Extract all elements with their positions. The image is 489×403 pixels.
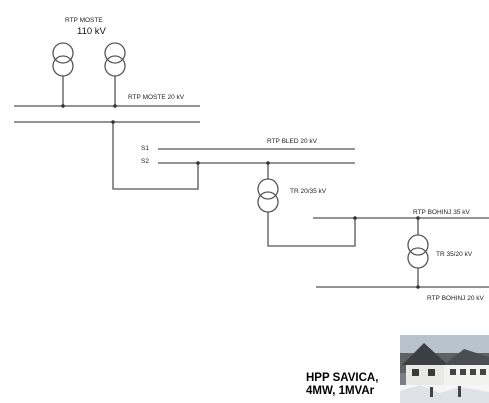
hpp-savica-photo [400, 335, 489, 403]
label-rtp-moste: RTP MOSTE [65, 17, 103, 24]
label-tr-20-35: TR 20/35 kV [290, 188, 327, 195]
junction-dot [416, 285, 420, 289]
line-tr-20-35-to-bohinj [267, 212, 356, 247]
hpp-caption-line-1: HPP SAVICA, [306, 372, 379, 384]
transformer-tr-20-35 [257, 178, 279, 213]
label-rtp-bled-20kv: RTP BLED 20 kV [267, 138, 318, 145]
label-rtp-bohinj-20kv: RTP BOHINJ 20 kV [427, 295, 484, 302]
transformer-tr-35-20 [407, 234, 429, 269]
transformer-moste-left [52, 42, 74, 77]
junction-dot [266, 161, 270, 165]
junction-dot [416, 216, 420, 220]
junction-dot [111, 120, 115, 124]
junction-dot [113, 104, 117, 108]
junction-dot [196, 161, 200, 165]
line-moste-bled [112, 122, 199, 190]
transformer-moste-right [104, 42, 126, 77]
label-rtp-bohinj-35kv: RTP BOHINJ 35 kV [413, 209, 470, 216]
label-tr-35-20: TR 35/20 kV [436, 251, 473, 258]
hpp-savica-caption: HPP SAVICA, 4MW, 1MVAr [306, 372, 378, 397]
hpp-caption-line-2: 4MW, 1MVAr [306, 384, 375, 397]
junction-dot [61, 104, 65, 108]
label-rtp-moste-110kv: 110 kV [77, 26, 107, 37]
label-feeder-s2: S2 [141, 158, 149, 165]
junction-dot [353, 216, 357, 220]
label-rtp-moste-20kv: RTP MOSTE 20 kV [128, 94, 185, 101]
label-feeder-s1: S1 [141, 145, 149, 152]
